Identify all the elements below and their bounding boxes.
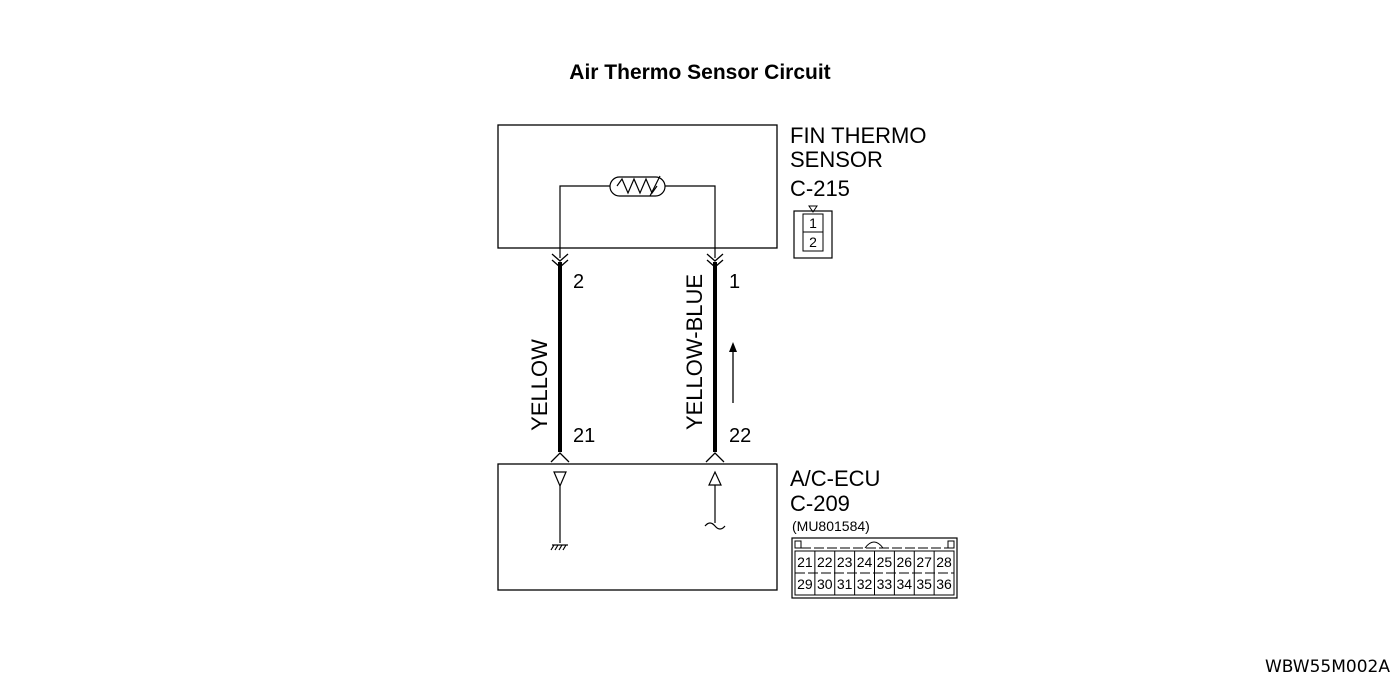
ecu-connector-pin-26: 26 [897,554,913,570]
ecu-pin-yellow: 21 [573,425,595,447]
sensor-connector-id: C-215 [790,176,850,201]
ecu-pin-yellow-blue: 22 [729,425,751,447]
ecu-connector-pin-32: 32 [857,576,873,592]
signal-input-icon [704,470,726,530]
ecu-connector-pin-36: 36 [936,576,952,592]
ground-icon [550,471,568,551]
ecu-part-number: (MU801584) [792,518,870,534]
sensor-terminal-marks [551,253,724,268]
sensor-pin-yellow: 2 [573,271,584,293]
ecu-connector-pin-25: 25 [877,554,893,570]
signal-direction-arrow-icon [729,342,737,403]
sensor-name-line2: SENSOR [790,147,883,172]
fin-thermo-sensor-box [497,124,778,249]
ac-ecu-box [497,463,778,591]
ecu-connector-pin-35: 35 [916,576,932,592]
diagram-title: Air Thermo Sensor Circuit [569,61,830,84]
sensor-connector-pin-2: 2 [809,234,817,250]
sensor-connector-pin-1: 1 [809,215,817,231]
ecu-name: A/C-ECU [790,466,880,491]
sensor-name-line1: FIN THERMO [790,123,926,148]
wire-label-yellow: YELLOW [527,339,552,431]
ecu-connector-id: C-209 [790,491,850,516]
ecu-connector-pin-29: 29 [797,576,813,592]
ecu-terminal-marks [550,452,725,463]
ecu-connector-pin-21: 21 [797,554,813,570]
ecu-connector-pin-27: 27 [916,554,932,570]
ecu-connector-pin-31: 31 [837,576,853,592]
figure-code: WBW55M002A [1265,657,1390,677]
thermistor-symbol [559,175,716,258]
ecu-connector-pin-30: 30 [817,576,833,592]
ecu-connector-pin-23: 23 [837,554,853,570]
ecu-connector-pin-24: 24 [857,554,873,570]
ecu-connector-pin-34: 34 [897,576,913,592]
sensor-connector-face: 1 2 [793,205,833,259]
wire-label-yellow-blue: YELLOW-BLUE [682,274,707,430]
ecu-connector-pin-22: 22 [817,554,833,570]
ecu-connector-pin-33: 33 [877,576,893,592]
ecu-connector-pin-28: 28 [936,554,952,570]
sensor-pin-yellow-blue: 1 [729,271,740,293]
